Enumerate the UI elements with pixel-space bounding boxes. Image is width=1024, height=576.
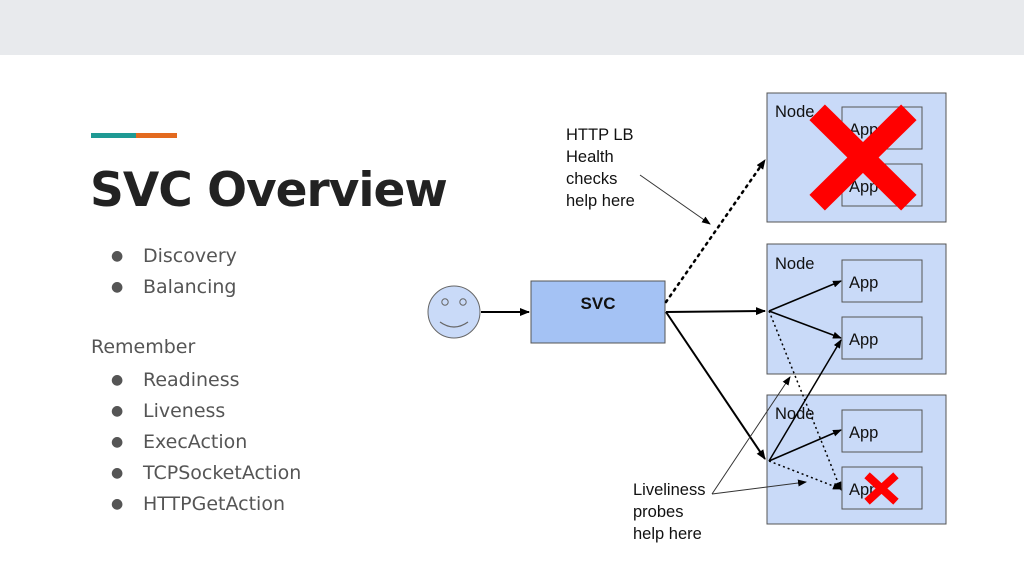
note-line: probes bbox=[633, 503, 684, 521]
app-box bbox=[841, 259, 923, 303]
bullet-icon: ● bbox=[111, 434, 124, 450]
svc-to-top-node-dotted-arrow bbox=[664, 158, 767, 304]
node-to-app-arrow bbox=[768, 429, 842, 462]
note-line: Health bbox=[566, 148, 614, 166]
slide-title: SVC Overview bbox=[90, 163, 448, 218]
http-lb-callout-arrow bbox=[639, 174, 711, 225]
svc-box: SVC bbox=[530, 280, 666, 344]
node-label: Node bbox=[775, 255, 814, 273]
svc-to-middle-node-arrow bbox=[665, 307, 766, 316]
http-lb-note: HTTP LB Health checks help here bbox=[566, 124, 635, 212]
node-label: Node bbox=[775, 405, 814, 423]
svc-label: SVC bbox=[581, 294, 616, 313]
list-item-label: ExecAction bbox=[143, 431, 248, 453]
app-label: App bbox=[849, 331, 878, 349]
bullet-icon: ● bbox=[111, 496, 124, 512]
bullet-list-top: ● Discovery ● Balancing bbox=[92, 241, 237, 303]
note-line: HTTP LB bbox=[566, 126, 634, 144]
failed-node-cross-icon bbox=[809, 104, 917, 211]
node-label: Node bbox=[775, 103, 814, 121]
list-item: ● Balancing bbox=[92, 272, 237, 303]
list-item: ● TCPSocketAction bbox=[92, 458, 301, 489]
list-item: ● ExecAction bbox=[92, 427, 301, 458]
list-item: ● Discovery bbox=[92, 241, 237, 272]
bullet-list-remember: ● Readiness ● Liveness ● ExecAction ● TCPSoc… bbox=[92, 365, 301, 520]
liveness-note: Liveliness probes help here bbox=[633, 479, 705, 545]
user-smiley-icon bbox=[427, 285, 481, 339]
app-label: App bbox=[849, 424, 878, 442]
app-box bbox=[841, 409, 923, 453]
node-to-app-arrow bbox=[768, 280, 842, 312]
liveness-callout-arrow bbox=[711, 479, 807, 495]
app-box bbox=[841, 316, 923, 360]
top-bar bbox=[0, 0, 1024, 55]
node-box-bottom: Node App App bbox=[766, 394, 947, 525]
bullet-icon: ● bbox=[111, 372, 124, 388]
list-item-label: Balancing bbox=[143, 276, 237, 298]
node-box-middle: Node App App bbox=[766, 243, 947, 375]
node-to-app-arrow bbox=[768, 310, 842, 339]
note-line: checks bbox=[566, 170, 618, 188]
bullet-icon: ● bbox=[111, 279, 124, 295]
list-item: ● HTTPGetAction bbox=[92, 489, 301, 520]
bullet-icon: ● bbox=[111, 403, 124, 419]
accent-bar-orange bbox=[136, 133, 177, 138]
note-line: Liveliness bbox=[633, 481, 706, 499]
accent-bar-teal bbox=[91, 133, 136, 138]
node-to-app-arrow bbox=[768, 339, 842, 462]
bullet-icon: ● bbox=[111, 248, 124, 264]
app-label: App bbox=[849, 274, 878, 292]
list-item-label: HTTPGetAction bbox=[143, 493, 285, 515]
bullet-icon: ● bbox=[111, 465, 124, 481]
list-item-label: Liveness bbox=[143, 400, 226, 422]
app-label: App bbox=[849, 178, 878, 196]
svc-to-bottom-node-arrow bbox=[665, 311, 766, 460]
list-item-label: Readiness bbox=[143, 369, 240, 391]
note-line: help here bbox=[633, 525, 702, 543]
list-item-label: TCPSocketAction bbox=[143, 462, 302, 484]
liveness-callout-arrow bbox=[711, 376, 791, 495]
list-item: ● Readiness bbox=[92, 365, 301, 396]
list-item: ● Liveness bbox=[92, 396, 301, 427]
failed-app-cross-icon bbox=[864, 472, 899, 505]
list-item-label: Discovery bbox=[143, 245, 237, 267]
note-line: help here bbox=[566, 192, 635, 210]
remember-heading: Remember bbox=[91, 336, 196, 358]
